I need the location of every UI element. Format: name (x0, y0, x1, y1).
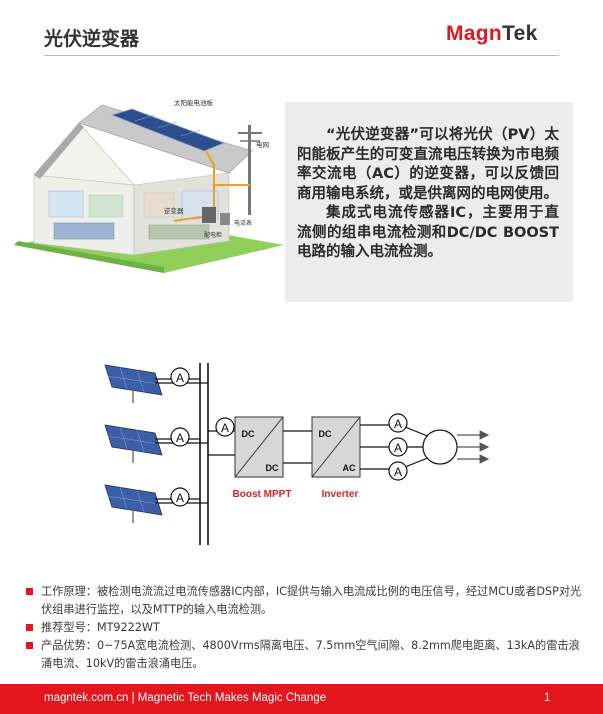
intro-text-box: “光伏逆变器”可以将光伏（PV）太阳能板产生的可变直流电压转换为市电频率交流电（… (285, 102, 573, 302)
svg-text:A: A (394, 441, 402, 455)
svg-text:A: A (176, 491, 184, 505)
page-title: 光伏逆变器 (44, 28, 140, 50)
ac-load-circle (422, 429, 458, 465)
svg-text:DC: DC (242, 429, 255, 439)
inverter-label: Inverter (322, 489, 359, 500)
ammeter-string-2: A (170, 427, 190, 447)
intro-paragraph-1: “光伏逆变器”可以将光伏（PV）太阳能板产生的可变直流电压转换为市电频率交流电（… (297, 127, 559, 202)
bullet-recommended-model: 推荐型号：MT9222WT (26, 619, 586, 637)
header-divider (44, 55, 559, 56)
ammeter-string-1: A (170, 367, 190, 387)
inverter-block: DC AC (311, 416, 361, 478)
ammeter-string-3: A (170, 487, 190, 507)
magntek-logo: MagnTek (446, 22, 538, 46)
svg-text:DC: DC (266, 463, 279, 473)
svg-text:A: A (221, 421, 229, 435)
svg-text:A: A (394, 417, 402, 431)
footer-text: magntek.com.cn | Magnetic Tech Makes Mag… (44, 692, 327, 704)
solar-panel-2 (104, 424, 163, 463)
page-header: 光伏逆变器 MagnTek (0, 0, 603, 64)
bullet-product-advantages: 产品优势：0~75A宽电流检测、4800Vrms隔离电压、7.5mm空气间隙、8… (26, 637, 586, 673)
intro-paragraph-2: 集成式电流传感器IC，主要用于直流侧的组串电流检测和DC/DC BOOST电路的… (297, 205, 559, 260)
logo-part-tek: Tek (502, 22, 538, 45)
ammeter-phase-1: A (388, 413, 408, 433)
ammeter-boost-input: A (215, 417, 235, 437)
label-distribution: 配电柜 (204, 231, 222, 239)
label-solar-panel: 太阳能电池板 (174, 98, 214, 107)
svg-text:AC: AC (343, 463, 356, 473)
page-footer: magntek.com.cn | Magnetic Tech Makes Mag… (0, 684, 603, 714)
svg-text:DC: DC (319, 429, 332, 439)
page-number: 1 (544, 692, 551, 704)
boost-mppt-label: Boost MPPT (233, 489, 292, 500)
label-grid: 电网 (256, 140, 269, 149)
svg-text:A: A (176, 371, 184, 385)
bullet-list: 工作原理：被检测电流流过电流传感器IC内部，IC提供与输入电流成比例的电压信号，… (26, 583, 586, 673)
bullet-marker (26, 624, 33, 631)
svg-text:A: A (176, 431, 184, 445)
pv-inverter-circuit-diagram: A A A A DC DC Boost MPPT DC AC Inverter … (104, 363, 490, 545)
ammeter-phase-2: A (388, 437, 408, 457)
ammeter-phase-3: A (388, 461, 408, 481)
bullet-marker (26, 588, 33, 595)
solar-panel-1 (104, 364, 163, 403)
solar-panel-3 (104, 484, 163, 523)
label-meter: 电流表 (234, 219, 252, 227)
solar-house-illustration: 太阳能电池板 电网 逆变器 电流表 配电柜 (14, 98, 284, 273)
logo-part-magn: Magn (446, 22, 503, 45)
label-inverter: 逆变器 (164, 206, 184, 215)
svg-text:A: A (394, 465, 402, 479)
bullet-marker (26, 642, 33, 649)
boost-mppt-block: DC DC (234, 416, 284, 478)
bullet-working-principle: 工作原理：被检测电流流过电流传感器IC内部，IC提供与输入电流成比例的电压信号，… (26, 583, 586, 619)
